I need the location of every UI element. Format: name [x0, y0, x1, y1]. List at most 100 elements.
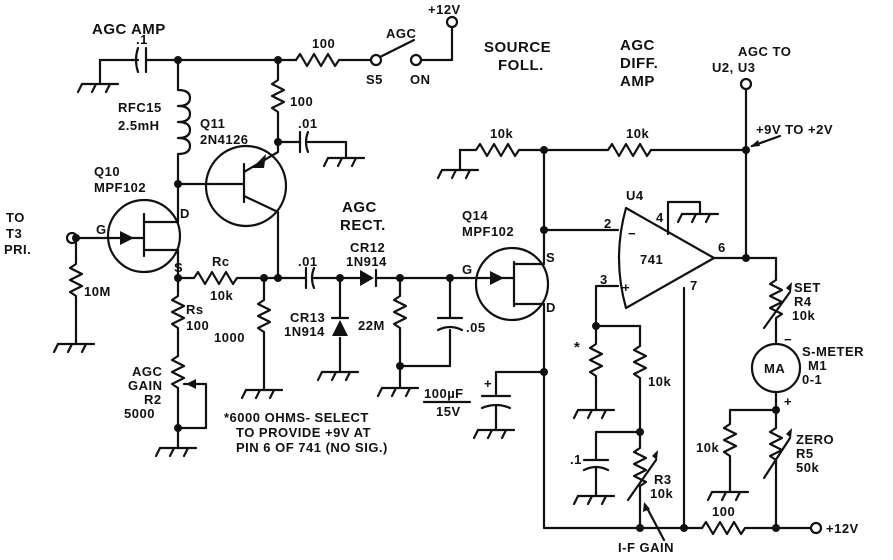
lbl-if-gain: I-F GAIN	[618, 540, 674, 555]
lbl-cap-plus: +	[484, 376, 492, 391]
q11-transistor	[176, 140, 288, 280]
lbl-pin4: 4	[656, 210, 664, 225]
label-agc-amp: AGC AMP	[92, 21, 166, 38]
lbl-c01-top: .01	[298, 116, 318, 131]
lbl-u4: U4	[626, 188, 644, 203]
lbl-q11-part: 2N4126	[200, 132, 249, 147]
bottom-rail	[542, 370, 812, 536]
lbl-q14-part: MPF102	[462, 224, 514, 239]
switch-terminal-s5[interactable]	[369, 53, 383, 67]
lbl-r3: R3	[654, 472, 672, 487]
lbl-q10-part: MPF102	[94, 180, 146, 195]
lbl-q14-d: D	[546, 300, 556, 315]
lbl-r10k-div: 10k	[648, 374, 671, 389]
r-1000	[256, 276, 272, 382]
lbl-c100uf-1: 100µF	[424, 386, 464, 401]
lbl-cr13-part: 1N914	[284, 324, 325, 339]
label-diff-1: AGC	[620, 37, 655, 54]
lbl-r4-val: 10k	[792, 308, 815, 323]
label-rect-1: AGC	[342, 199, 377, 216]
lbl-c05: .05	[466, 320, 486, 335]
terminal-plus12v-top[interactable]	[445, 15, 459, 29]
switch-blade[interactable]	[378, 38, 416, 59]
lbl-q10: Q10	[94, 164, 120, 179]
r3-if-gain-variable[interactable]	[632, 430, 648, 530]
lbl-cr12: CR12	[350, 240, 385, 255]
lbl-r2-val: 5000	[124, 406, 155, 421]
lbl-agc-gain-1: AGC	[132, 364, 163, 379]
lbl-r22m: 22M	[358, 318, 385, 333]
terminal-agc-out[interactable]	[739, 77, 753, 91]
lbl-q10-g: G	[96, 222, 107, 237]
r-star	[588, 324, 604, 412]
r-22m	[392, 276, 408, 368]
lbl-u4-part: 741	[640, 252, 663, 267]
lbl-pin2: 2	[604, 216, 612, 231]
label-source-2: FOLL.	[498, 57, 544, 74]
lbl-r10k-sf: 10k	[490, 126, 513, 141]
lbl-supply-top: +12V	[428, 2, 461, 17]
lbl-zero: ZERO	[796, 432, 834, 447]
lbl-r100-top: 100	[312, 36, 335, 51]
lbl-supply-bot: +12V	[826, 521, 859, 536]
lbl-r100-col: 100	[290, 94, 313, 109]
lbl-agc-range: +9V TO +2V	[756, 122, 833, 137]
lbl-r1000: 1000	[214, 330, 245, 345]
lbl-r2: R2	[144, 392, 162, 407]
lbl-r10m: 10M	[84, 284, 111, 299]
c-01-top	[276, 130, 348, 160]
lbl-meter: MA	[764, 361, 785, 376]
note-line-3: PIN 6 OF 741 (NO SIG.)	[236, 440, 388, 455]
q14-jfet	[448, 228, 550, 374]
label-diff-2: DIFF.	[620, 55, 658, 72]
lbl-r3-val: 10k	[650, 486, 673, 501]
lbl-q11: Q11	[200, 116, 225, 131]
lbl-switch-agc: AGC	[386, 26, 417, 41]
q10-jfet	[74, 182, 182, 280]
lbl-q14: Q14	[462, 208, 488, 223]
c-01-mid	[298, 266, 342, 290]
lbl-q14-s: S	[546, 250, 555, 265]
lbl-m1-range: 0-1	[802, 372, 822, 387]
c-05	[398, 276, 464, 332]
lbl-set: SET	[794, 280, 821, 295]
lbl-rfc: RFC15	[118, 100, 162, 115]
lbl-input-1: TO	[6, 210, 25, 225]
r5-zero-variable[interactable]	[768, 408, 784, 530]
c-100uf	[480, 370, 546, 432]
r2-agc-gain-pot[interactable]	[170, 354, 186, 430]
label-source-1: SOURCE	[484, 39, 551, 56]
lbl-r10k-fb: 10k	[626, 126, 649, 141]
lbl-r-star: *	[574, 339, 580, 356]
lbl-r5-val: 50k	[796, 460, 819, 475]
lbl-c-in: .1	[136, 32, 148, 47]
lbl-q10-s: S	[174, 260, 183, 275]
lbl-pin7: 7	[690, 278, 698, 293]
note-line-1: *6000 OHMS- SELECT	[224, 410, 369, 425]
r-10k-fb	[542, 142, 748, 158]
r4-set-variable[interactable]	[768, 256, 784, 342]
c-in-ground	[76, 46, 180, 94]
lbl-m1: M1	[808, 358, 827, 373]
lbl-rc: Rc	[212, 254, 230, 269]
lbl-rs-val: 100	[186, 318, 209, 333]
lbl-opamp-minus: −	[628, 226, 636, 241]
lbl-r10k-zero: 10k	[696, 440, 719, 455]
lbl-on: ON	[410, 72, 431, 87]
label-diff-3: AMP	[620, 73, 655, 90]
rfc15-inductor	[176, 58, 192, 186]
switch-terminal-on[interactable]	[409, 53, 423, 67]
lbl-q10-d: D	[180, 206, 190, 221]
lbl-agc-gain-2: GAIN	[128, 378, 163, 393]
lbl-c100uf-2: 15V	[436, 404, 461, 419]
lbl-meter-minus: −	[784, 332, 792, 347]
lbl-opamp-plus: +	[622, 280, 630, 295]
r-100-top	[294, 52, 372, 68]
lbl-pin3: 3	[600, 272, 608, 287]
lbl-c01-mid: .01	[298, 254, 318, 269]
lbl-cr13: CR13	[290, 310, 325, 325]
terminal-plus12v-bottom[interactable]	[809, 521, 823, 535]
lbl-rfc-val: 2.5mH	[118, 118, 160, 133]
lbl-r100-bot: 100	[712, 504, 735, 519]
